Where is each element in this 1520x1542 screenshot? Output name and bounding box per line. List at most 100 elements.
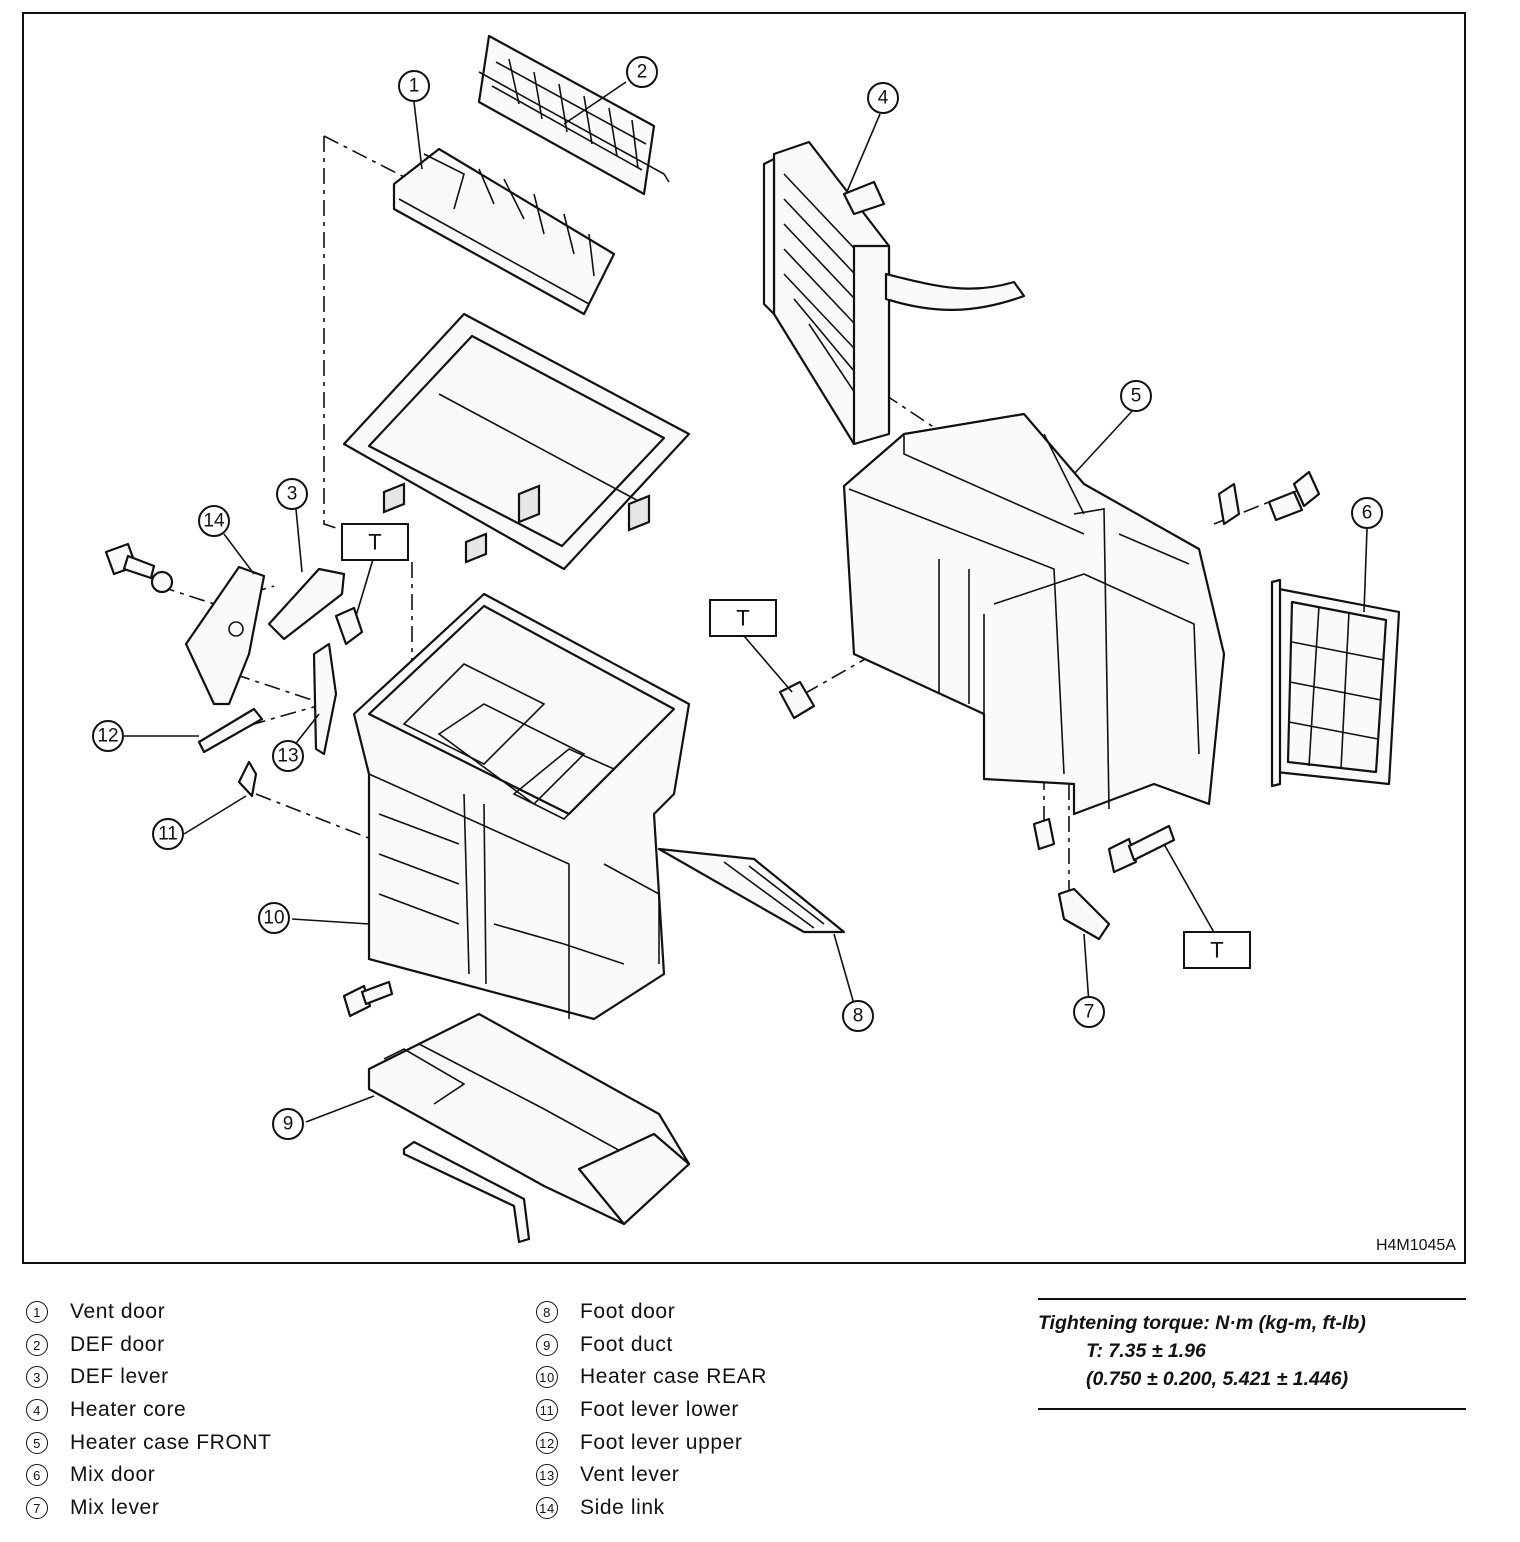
callout-1: 1 bbox=[398, 70, 430, 102]
callout-12: 12 bbox=[92, 720, 124, 752]
legend-label: DEF lever bbox=[70, 1365, 169, 1389]
svg-text:12: 12 bbox=[97, 726, 118, 747]
svg-text:13: 13 bbox=[277, 746, 298, 767]
heater-case-rear-part bbox=[352, 592, 691, 1021]
vent-door-part bbox=[392, 147, 616, 316]
vent-lever-part bbox=[312, 642, 338, 756]
legend-label: Heater core bbox=[70, 1398, 187, 1422]
callout-5: 5 bbox=[1120, 380, 1152, 412]
svg-text:6: 6 bbox=[1362, 503, 1373, 524]
legend-label: Mix lever bbox=[70, 1495, 160, 1519]
legend-label: Heater case REAR bbox=[580, 1365, 768, 1389]
legend-label: Side link bbox=[580, 1495, 665, 1519]
legend-number: 2 bbox=[26, 1333, 48, 1356]
legend-number: 12 bbox=[536, 1431, 558, 1454]
legend-item: 11 Foot lever lower bbox=[536, 1394, 1016, 1427]
tightening-torque-note: Tightening torque: N·m (kg-m, ft-lb) T: … bbox=[1038, 1298, 1466, 1410]
heater-core-part bbox=[762, 140, 1026, 446]
legend-label: Foot lever upper bbox=[580, 1430, 743, 1454]
legend-item: 4 Heater core bbox=[26, 1394, 506, 1427]
callout-9: 9 bbox=[272, 1108, 304, 1140]
svg-text:T: T bbox=[368, 530, 381, 555]
callout-6: 6 bbox=[1351, 497, 1383, 529]
legend-number: 6 bbox=[26, 1464, 48, 1487]
legend-number: 14 bbox=[536, 1496, 558, 1519]
legend-label: Vent door bbox=[70, 1300, 166, 1324]
legend-item: 3 DEF lever bbox=[26, 1361, 506, 1394]
torque-marker-2: T bbox=[709, 599, 777, 637]
legend-item: 13 Vent lever bbox=[536, 1459, 1016, 1492]
legend-number: 8 bbox=[536, 1301, 558, 1324]
legend-label: Vent lever bbox=[580, 1463, 680, 1487]
svg-text:3: 3 bbox=[287, 484, 298, 505]
legend-item: 8 Foot door bbox=[536, 1296, 1016, 1329]
legend-item: 9 Foot duct bbox=[536, 1329, 1016, 1362]
legend-number: 1 bbox=[26, 1301, 48, 1324]
callout-7: 7 bbox=[1073, 996, 1105, 1028]
foot-lever-lower-part bbox=[237, 760, 258, 798]
legend-number: 11 bbox=[536, 1399, 558, 1422]
torque-title: Tightening torque: N·m (kg-m, ft-lb) bbox=[1038, 1312, 1366, 1334]
legend-number: 3 bbox=[26, 1366, 48, 1389]
def-lever-part bbox=[267, 567, 346, 641]
svg-text:11: 11 bbox=[158, 824, 178, 845]
legend-label: DEF door bbox=[70, 1332, 165, 1356]
torque-range: (0.750 ± 0.200, 5.421 ± 1.446) bbox=[1086, 1368, 1349, 1390]
svg-text:2: 2 bbox=[637, 62, 648, 83]
torque-marker-1: T bbox=[341, 523, 409, 561]
svg-text:7: 7 bbox=[1084, 1002, 1095, 1023]
svg-text:4: 4 bbox=[878, 88, 889, 109]
svg-text:10: 10 bbox=[263, 908, 284, 929]
callout-2: 2 bbox=[626, 56, 658, 88]
exploded-diagram-frame: 1 2 4 5 6 7 8 9 10 11 12 13 14 3 T T T H… bbox=[22, 12, 1466, 1264]
fasteners bbox=[104, 470, 1321, 1018]
svg-text:8: 8 bbox=[853, 1006, 864, 1027]
def-door-part bbox=[477, 34, 670, 196]
exploded-view-diagram: 1 2 4 5 6 7 8 9 10 11 12 13 14 3 T T T H… bbox=[92, 34, 1456, 1254]
side-link-part bbox=[184, 565, 266, 706]
legend-number: 13 bbox=[536, 1464, 558, 1487]
legend-item: 5 Heater case FRONT bbox=[26, 1426, 506, 1459]
legend-item: 14 Side link bbox=[536, 1492, 1016, 1525]
callout-14: 14 bbox=[198, 505, 230, 537]
callout-13: 13 bbox=[272, 740, 304, 772]
gasket-frame-part bbox=[342, 312, 691, 571]
svg-text:5: 5 bbox=[1131, 386, 1142, 407]
legend-number: 5 bbox=[26, 1431, 48, 1454]
legend-column-right: 8 Foot door 9 Foot duct 10 Heater case REAR… bbox=[536, 1296, 1016, 1524]
legend-label: Foot door bbox=[580, 1300, 676, 1324]
legend-item: 2 DEF door bbox=[26, 1329, 506, 1362]
legend-item: 12 Foot lever upper bbox=[536, 1426, 1016, 1459]
callout-11: 11 bbox=[152, 818, 184, 850]
svg-text:14: 14 bbox=[203, 511, 225, 532]
legend-item: 1 Vent door bbox=[26, 1296, 506, 1329]
legend-number: 4 bbox=[26, 1399, 48, 1422]
svg-text:9: 9 bbox=[283, 1114, 294, 1135]
callout-8: 8 bbox=[842, 1000, 874, 1032]
legend-label: Foot lever lower bbox=[580, 1398, 739, 1422]
foot-lever-upper-part bbox=[197, 707, 264, 754]
legend-number: 9 bbox=[536, 1333, 558, 1356]
svg-text:T: T bbox=[1210, 938, 1223, 963]
mix-door-part bbox=[1270, 578, 1401, 788]
legend-label: Mix door bbox=[70, 1463, 156, 1487]
legend-number: 10 bbox=[536, 1366, 558, 1389]
callout-10: 10 bbox=[258, 902, 290, 934]
foot-door-part bbox=[657, 847, 846, 934]
torque-marker-3: T bbox=[1183, 931, 1251, 969]
mix-lever-part bbox=[1057, 887, 1111, 941]
legend-label: Foot duct bbox=[580, 1332, 673, 1356]
legend-label: Heater case FRONT bbox=[70, 1430, 272, 1454]
legend-item: 10 Heater case REAR bbox=[536, 1361, 1016, 1394]
callout-4: 4 bbox=[867, 82, 899, 114]
leader-lines bbox=[124, 81, 1368, 1123]
torque-value: T: 7.35 ± 1.96 bbox=[1086, 1340, 1206, 1362]
svg-text:1: 1 bbox=[409, 76, 420, 97]
drawing-code: H4M1045A bbox=[1376, 1237, 1456, 1254]
legend-item: 6 Mix door bbox=[26, 1459, 506, 1492]
svg-text:T: T bbox=[736, 606, 749, 631]
heater-case-front-part bbox=[842, 412, 1226, 816]
